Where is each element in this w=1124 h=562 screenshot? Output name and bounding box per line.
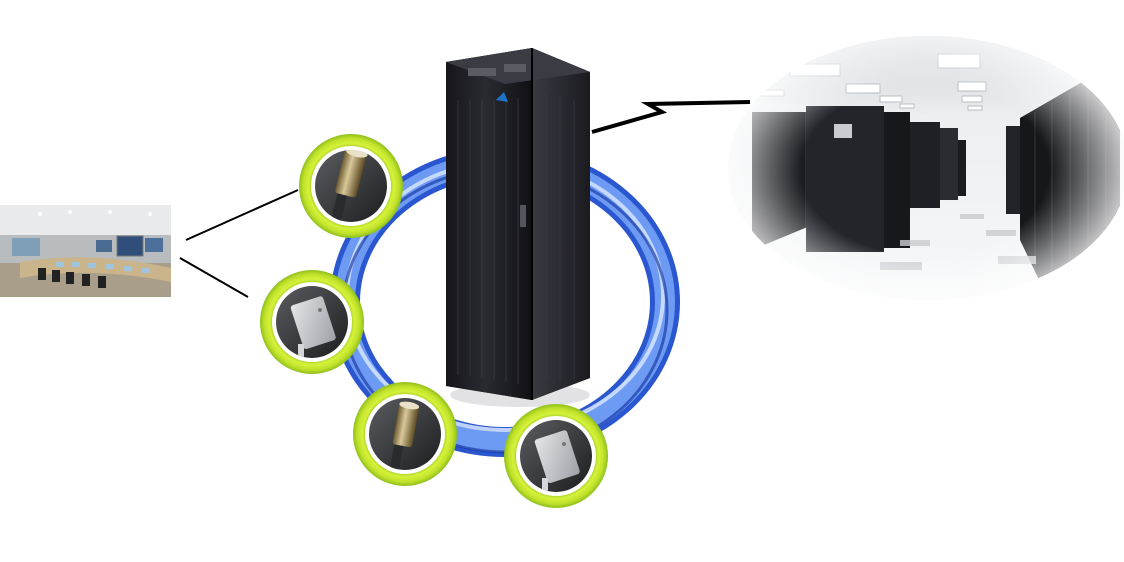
sensor-1 bbox=[299, 134, 403, 238]
sensor-2 bbox=[260, 270, 364, 374]
sensor-3 bbox=[353, 382, 457, 486]
connector-line-sensor-1 bbox=[185, 189, 299, 241]
control-room-photo bbox=[0, 205, 171, 297]
sensor-4 bbox=[504, 404, 608, 508]
connector-line-sensor-2 bbox=[179, 257, 249, 298]
wireless-link bbox=[591, 100, 751, 134]
server-cabinet bbox=[446, 48, 590, 407]
data-center-photo bbox=[728, 36, 1124, 300]
